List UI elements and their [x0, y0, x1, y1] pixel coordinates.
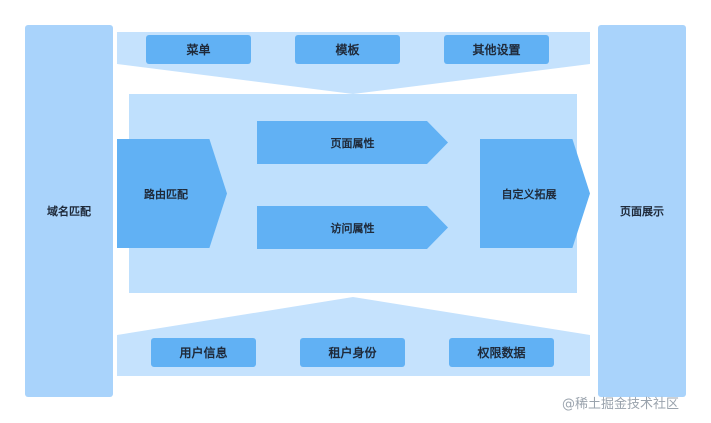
permission-data-label: 权限数据	[477, 346, 526, 360]
menu-block: 菜单	[146, 35, 251, 64]
watermark: @稀土掘金技术社区	[562, 397, 680, 412]
domain-match-column: 域名匹配	[25, 25, 113, 397]
template-label: 模板	[335, 43, 360, 57]
page-display-label: 页面展示	[620, 205, 664, 218]
user-info-label: 用户信息	[179, 346, 228, 360]
access-attributes-arrow: 访问属性	[257, 206, 448, 249]
tenant-identity-label: 租户身份	[328, 346, 377, 360]
other-settings-block: 其他设置	[444, 35, 549, 64]
access-attributes-label: 访问属性	[330, 221, 375, 235]
menu-label: 菜单	[186, 43, 211, 57]
template-block: 模板	[295, 35, 400, 64]
page-attributes-label: 页面属性	[330, 136, 375, 150]
router-match-arrow: 路由匹配	[117, 139, 227, 248]
user-info-block: 用户信息	[151, 338, 256, 367]
page-attributes-arrow: 页面属性	[257, 121, 448, 164]
router-match-label: 路由匹配	[144, 187, 188, 201]
other-settings-label: 其他设置	[472, 43, 521, 57]
page-display-column: 页面展示	[598, 25, 686, 397]
custom-extension-label: 自定义拓展	[501, 187, 557, 201]
tenant-identity-block: 租户身份	[300, 338, 405, 367]
custom-extension-arrow: 自定义拓展	[480, 139, 590, 248]
domain-match-label: 域名匹配	[47, 205, 91, 218]
permission-data-block: 权限数据	[449, 338, 554, 367]
